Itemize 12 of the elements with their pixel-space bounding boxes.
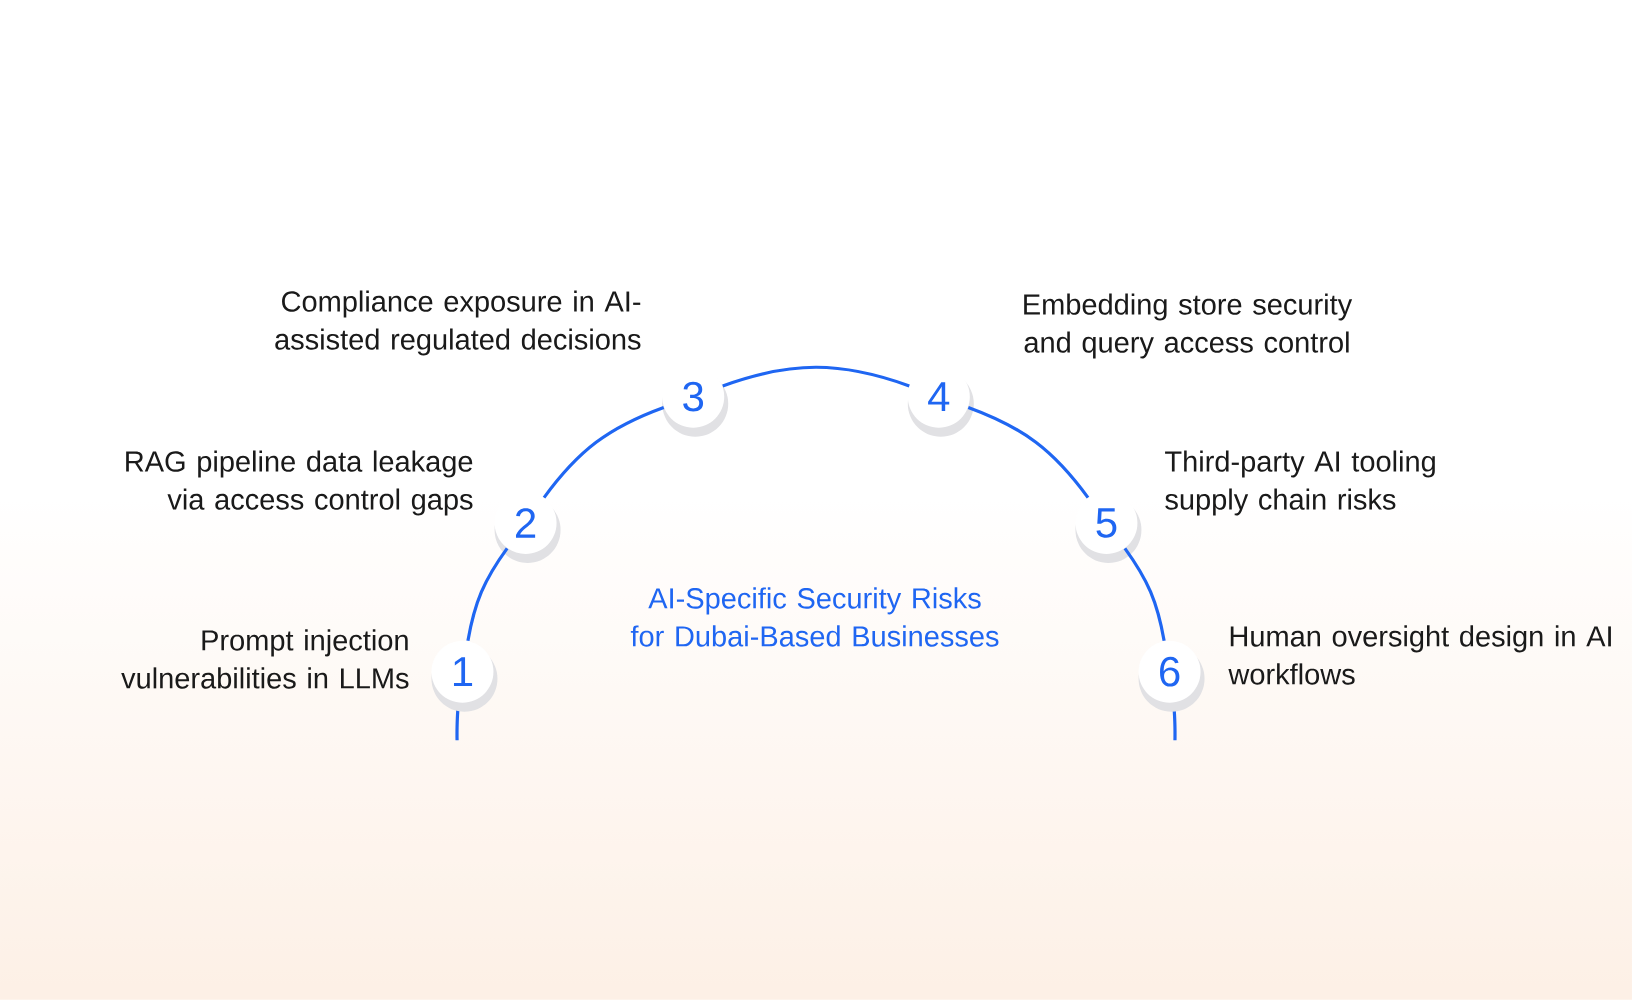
arc-line (542, 405, 665, 499)
arc-line (967, 405, 1090, 499)
risk-description: Human oversight design in AI workflows (1228, 625, 1611, 685)
arc-line (466, 547, 509, 642)
center-title: AI-Specific Security Risks for Dubai-Based Businesses (630, 587, 999, 647)
arc-line (722, 365, 910, 388)
arc-line (1123, 547, 1166, 642)
risk-description: Embedding store security and query access control (1024, 293, 1353, 359)
risk-description: Prompt injection vulnerabilities in LLMs (121, 629, 409, 689)
risk-description: RAG pipeline data leakage via access control gaps (126, 450, 473, 516)
risk-description: Third-party AI tooling supply chain risks (1165, 450, 1435, 516)
risk-description: Compliance exposure in AI-assisted regulated decisions (275, 290, 641, 356)
